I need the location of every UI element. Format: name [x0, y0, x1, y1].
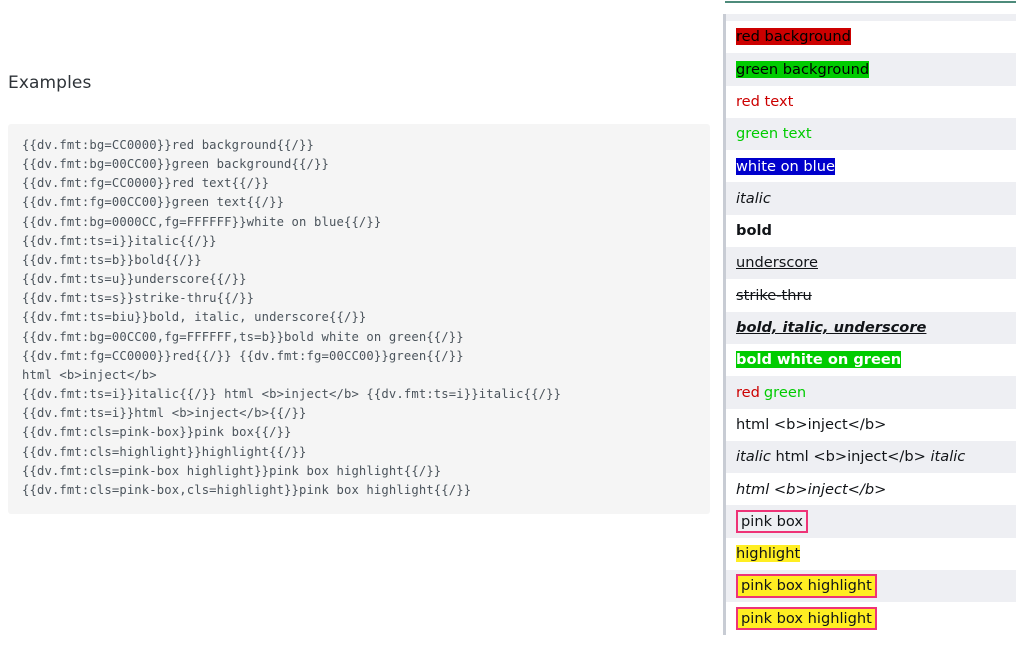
table-top-spacer: [726, 14, 1016, 21]
result-segment: bold white on green: [736, 351, 902, 369]
result-segment: html <b>inject</b>: [770, 448, 931, 466]
result-strike-thru: strike-thru: [736, 287, 812, 305]
result-segment: bold, italic, underscore: [736, 319, 927, 337]
code-block: {{dv.fmt:bg=CC0000}}red background{{/}} …: [8, 124, 710, 514]
result-row: pink box highlight: [726, 570, 1016, 603]
result-underscore: underscore: [736, 254, 818, 272]
result-segment: underscore: [736, 254, 818, 272]
result-red-green: red green: [736, 384, 806, 402]
result-segment: pink box highlight: [736, 574, 877, 599]
result-green-text: green text: [736, 125, 812, 143]
rendered-results-column: red background green background red text gr…: [715, 0, 1016, 648]
result-row: red background: [726, 21, 1016, 54]
result-html-inject: html <b>inject</b>: [736, 416, 886, 434]
result-bold: bold: [736, 222, 772, 240]
accent-divider: [725, 1, 1016, 3]
result-segment: red text: [736, 92, 794, 110]
result-segment: italic: [736, 189, 771, 207]
result-segment: pink box: [736, 509, 809, 534]
result-row: red green: [726, 376, 1016, 409]
result-red-text: red text: [736, 93, 793, 111]
result-row: italic html <b>inject</b> italic: [726, 440, 1016, 474]
result-segment: red background: [736, 28, 851, 46]
result-bold-italic-underscore: bold, italic, underscore: [736, 319, 926, 337]
result-segment: italic: [736, 448, 771, 466]
result-highlight: highlight: [736, 545, 801, 563]
result-row: underscore: [726, 247, 1016, 280]
result-row: green text: [726, 117, 1016, 151]
result-segment: green: [763, 383, 807, 401]
result-row: pink box: [726, 505, 1016, 538]
result-row: html <b>inject</b>: [726, 408, 1016, 441]
result-segment: italic: [930, 448, 966, 466]
result-row: red text: [726, 85, 1016, 118]
result-segment: html <b>inject</b>: [736, 415, 887, 433]
result-segment: bold: [736, 222, 772, 240]
result-row: strike-thru: [726, 279, 1016, 312]
result-segment: strike-thru: [736, 286, 812, 304]
result-bold-white-on-green: bold white on green: [736, 351, 902, 369]
result-pink-box: pink box: [736, 509, 809, 534]
result-segment: green background: [736, 60, 870, 78]
result-pink-box-highlight-comma: pink box highlight: [736, 606, 877, 631]
result-row: white on blue: [726, 150, 1016, 183]
result-pink-box-highlight-space: pink box highlight: [736, 574, 877, 599]
result-segment: highlight: [736, 545, 801, 563]
result-italic-html-inject-italic: italic html <b>inject</b> italic: [736, 448, 965, 466]
result-italic: italic: [736, 190, 771, 208]
result-italic-html-inject: html <b>inject</b>: [736, 481, 886, 499]
code-block-text[interactable]: {{dv.fmt:bg=CC0000}}red background{{/}} …: [22, 138, 562, 497]
result-segment: green text: [736, 125, 812, 143]
result-white-on-blue: white on blue: [736, 157, 835, 176]
result-row: highlight: [726, 537, 1016, 571]
result-red-background: red background: [736, 28, 851, 46]
result-segment: pink box highlight: [736, 606, 877, 631]
result-row: italic: [726, 182, 1016, 215]
page-title: Examples: [8, 73, 92, 93]
result-row: html <b>inject</b>: [726, 473, 1016, 506]
result-segment: white on blue: [736, 157, 835, 175]
result-row: bold: [726, 214, 1016, 248]
result-row: pink box highlight: [726, 602, 1016, 635]
result-row: bold, italic, underscore: [726, 311, 1016, 344]
result-row: bold white on green: [726, 343, 1016, 377]
result-row: green background: [726, 53, 1016, 86]
results-table: red background green background red text gr…: [723, 14, 1016, 635]
result-green-background: green background: [736, 60, 870, 79]
result-segment: red: [736, 383, 760, 401]
examples-source-column: Examples {{dv.fmt:bg=CC0000}}red backgro…: [8, 73, 710, 514]
result-segment: html <b>inject</b>: [736, 480, 887, 498]
